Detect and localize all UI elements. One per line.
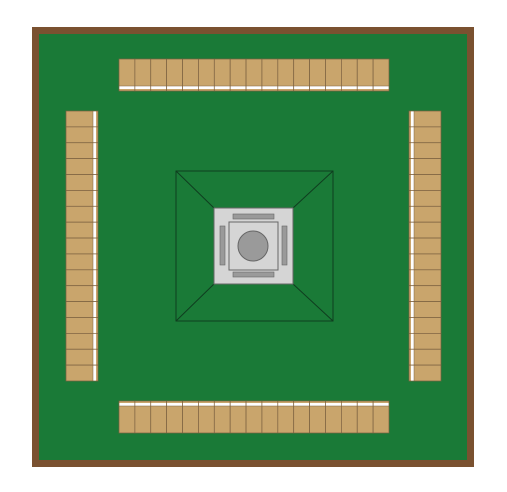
wall-tile bbox=[408, 285, 442, 302]
wall-tile bbox=[65, 158, 99, 175]
wall-tile bbox=[229, 400, 247, 434]
wall-tile bbox=[65, 317, 99, 334]
wall-tile bbox=[277, 58, 295, 92]
wall-tile bbox=[325, 400, 342, 434]
wall-tile bbox=[293, 58, 310, 92]
tile-wall-left bbox=[65, 110, 99, 382]
wall-tile bbox=[65, 110, 99, 128]
wall-tile bbox=[261, 58, 279, 92]
wall-tile bbox=[408, 317, 442, 334]
indicator-mark-west bbox=[219, 225, 226, 266]
wall-tile bbox=[65, 190, 99, 207]
wall-tile bbox=[408, 190, 442, 207]
wall-tile bbox=[261, 400, 279, 434]
wall-tile bbox=[245, 400, 263, 434]
wall-tile bbox=[408, 142, 442, 159]
indicator-mark-east bbox=[281, 225, 288, 266]
center-plate-inner bbox=[228, 221, 279, 271]
wall-tile bbox=[229, 58, 247, 92]
wall-tile bbox=[341, 400, 358, 434]
wall-tile bbox=[213, 58, 231, 92]
tile-wall-right bbox=[408, 110, 442, 382]
wall-tile bbox=[150, 400, 167, 434]
wall-tile bbox=[408, 221, 442, 239]
wall-tile bbox=[408, 126, 442, 144]
wall-tile bbox=[277, 400, 295, 434]
wall-tile bbox=[198, 58, 215, 92]
wall-tile bbox=[408, 253, 442, 271]
pyramid-edge-bl bbox=[175, 283, 215, 322]
wall-tile bbox=[408, 301, 442, 318]
wall-tile bbox=[309, 58, 326, 92]
wall-tile bbox=[166, 58, 183, 92]
wall-tile bbox=[293, 400, 310, 434]
round-dial-icon bbox=[237, 230, 269, 262]
wall-tile bbox=[245, 58, 263, 92]
wall-tile bbox=[408, 364, 442, 382]
wall-tile bbox=[65, 174, 99, 191]
wall-tile bbox=[372, 400, 390, 434]
tile-wall-bottom bbox=[118, 400, 390, 434]
wall-tile bbox=[408, 110, 442, 128]
pyramid-edge-tl bbox=[175, 170, 215, 209]
wall-tile bbox=[408, 205, 442, 223]
wall-tile bbox=[65, 364, 99, 382]
wall-tile bbox=[408, 158, 442, 175]
wall-tile bbox=[134, 400, 152, 434]
wall-tile bbox=[309, 400, 326, 434]
wall-tile bbox=[166, 400, 183, 434]
wall-tile bbox=[182, 400, 199, 434]
indicator-mark-north bbox=[232, 213, 275, 220]
wall-tile bbox=[356, 58, 374, 92]
wall-tile bbox=[118, 400, 136, 434]
wall-tile bbox=[65, 333, 99, 350]
wall-tile bbox=[65, 205, 99, 223]
wall-tile bbox=[408, 269, 442, 287]
wall-tile bbox=[65, 301, 99, 318]
wall-tile bbox=[198, 400, 215, 434]
wall-tile bbox=[408, 174, 442, 191]
wall-tile bbox=[65, 348, 99, 366]
wall-tile bbox=[408, 333, 442, 350]
wall-tile bbox=[65, 126, 99, 144]
wall-tile bbox=[65, 237, 99, 255]
wall-tile bbox=[65, 269, 99, 287]
wall-tile bbox=[65, 142, 99, 159]
wall-tile bbox=[65, 253, 99, 271]
pyramid-outer-square bbox=[175, 170, 334, 322]
wall-tile bbox=[150, 58, 167, 92]
wall-tile bbox=[341, 58, 358, 92]
center-pyramid bbox=[175, 170, 334, 322]
wall-tile bbox=[408, 237, 442, 255]
pyramid-edge-tr bbox=[292, 170, 334, 209]
wall-tile bbox=[213, 400, 231, 434]
wall-tile bbox=[408, 348, 442, 366]
wall-tile bbox=[182, 58, 199, 92]
wall-tile bbox=[65, 285, 99, 302]
wall-tile bbox=[118, 58, 136, 92]
wall-tile bbox=[134, 58, 152, 92]
wall-tile bbox=[372, 58, 390, 92]
indicator-mark-south bbox=[232, 271, 275, 278]
wall-tile bbox=[325, 58, 342, 92]
tile-wall-top bbox=[118, 58, 390, 92]
wall-tile bbox=[356, 400, 374, 434]
pyramid-edge-br bbox=[292, 283, 334, 322]
wall-tile bbox=[65, 221, 99, 239]
center-dice-plate bbox=[213, 207, 294, 285]
